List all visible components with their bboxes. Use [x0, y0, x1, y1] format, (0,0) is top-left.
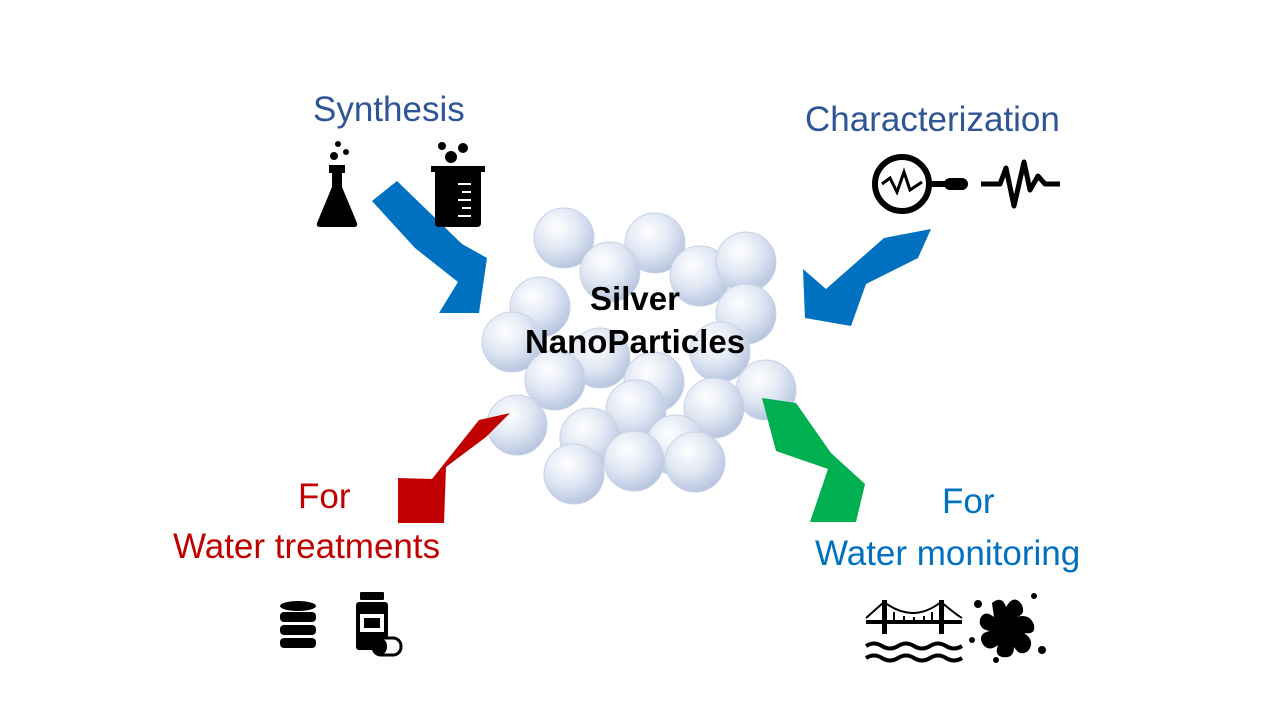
- splash-icon: [969, 593, 1046, 663]
- center-title-line1: Silver: [590, 280, 680, 317]
- monitoring-for-label: For: [942, 482, 995, 521]
- center-title: Silver NanoParticles: [500, 278, 770, 364]
- pill-bottle-icon: [356, 592, 403, 657]
- magnifier-signal-icon: [872, 154, 968, 214]
- arrow-monitoring: [762, 398, 865, 522]
- arrow-treatment: [398, 413, 510, 523]
- monitoring-label: Water monitoring: [815, 534, 1081, 573]
- flask-icon: [316, 141, 358, 227]
- database-icon: [280, 601, 316, 648]
- treatment-for-label: For: [298, 477, 351, 516]
- characterization-label: Characterization: [805, 100, 1060, 139]
- center-title-line2: NanoParticles: [524, 322, 746, 360]
- beaker-icon: [431, 142, 485, 227]
- synthesis-label: Synthesis: [313, 90, 465, 129]
- arrow-synthesis: [372, 181, 487, 313]
- waveform-icon: [981, 159, 1060, 209]
- treatment-label: Water treatments: [173, 527, 441, 566]
- arrow-characterization: [803, 229, 931, 326]
- bridge-water-icon: [864, 600, 964, 663]
- nanoparticle-cluster: [481, 207, 797, 505]
